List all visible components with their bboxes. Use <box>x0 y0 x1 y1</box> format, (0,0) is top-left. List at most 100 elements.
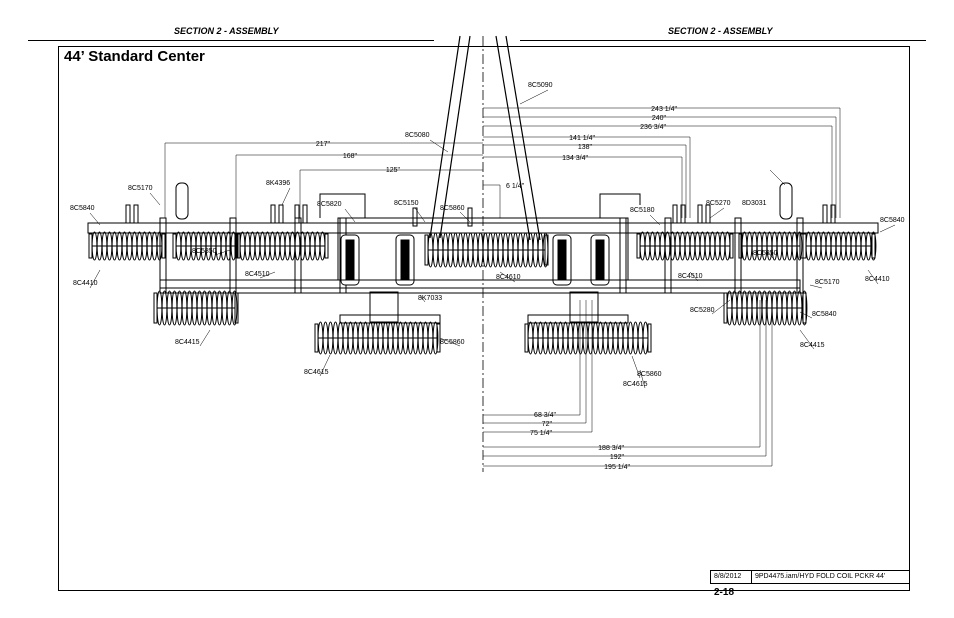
part-callout: 8C5090 <box>528 82 553 89</box>
coil-gang-lower-right <box>723 290 808 326</box>
hitch-tongue-right <box>495 35 531 241</box>
part-callout: 8C5150 <box>394 200 419 207</box>
part-callout: 8C4410 <box>865 276 890 283</box>
part-callout: 8C4510 <box>245 271 270 278</box>
leader-line <box>649 214 661 226</box>
coil-gang-lower-left <box>153 290 239 326</box>
hydraulic-cylinder <box>467 207 473 227</box>
hydraulic-cylinder <box>278 204 284 224</box>
leader-line <box>519 89 549 105</box>
part-callout: 8C5860 <box>440 205 465 212</box>
part-callout: 8C4415 <box>800 342 825 349</box>
leader-line <box>199 329 211 347</box>
part-callout: 8C4615 <box>623 381 648 388</box>
coil-gang-rear-right <box>524 321 652 355</box>
leader-line <box>459 211 471 223</box>
part-callout: 8K4396 <box>266 180 290 187</box>
warning-light-right <box>779 182 793 220</box>
leader-line <box>689 271 699 282</box>
dimension-label: 217" <box>316 141 331 148</box>
leader-line <box>344 208 356 223</box>
dimension-label: 188 3/4" <box>598 445 624 452</box>
leader-line <box>769 169 786 186</box>
rear-bar-right <box>527 314 629 324</box>
hitch-tongue-left <box>439 35 471 239</box>
leader-line <box>419 294 426 303</box>
dimension-label: 138" <box>578 144 593 151</box>
dimension-label: 125" <box>386 167 401 174</box>
rear-frame-bar <box>159 279 801 289</box>
part-callout: 8D3031 <box>742 200 767 207</box>
part-callout: 8C4610 <box>496 274 521 281</box>
rear-bar-left <box>339 314 441 324</box>
leader-line <box>89 212 101 226</box>
part-callout: 8C5280 <box>690 307 715 314</box>
rear-hitch-right <box>569 291 599 323</box>
section-header-right: SECTION 2 - ASSEMBLY <box>668 26 773 36</box>
header-rule-right <box>520 40 926 41</box>
dimension-label: 141 1/4" <box>569 135 595 142</box>
part-callout: 8C5180 <box>630 207 655 214</box>
leader-line <box>281 187 291 206</box>
leader-line <box>259 271 276 279</box>
hydraulic-cylinder <box>680 204 686 224</box>
leader-line <box>867 269 879 285</box>
hydraulic-cylinder <box>697 204 703 224</box>
leader-line <box>809 284 823 289</box>
hose-loop-left <box>319 193 366 218</box>
hydraulic-cylinder <box>270 204 276 224</box>
coil-gang-upper-right-2 <box>738 231 804 261</box>
part-callout: 8C5840 <box>70 205 95 212</box>
dimension-label: 68 3/4" <box>534 412 556 419</box>
hydraulic-cylinder <box>294 204 300 224</box>
part-callout: 8C4510 <box>678 273 703 280</box>
leader-line <box>879 224 896 233</box>
coil-gang-upper-center <box>424 232 549 268</box>
center-frame-box <box>337 217 629 281</box>
dimension-label: 6 1/4" <box>506 183 525 190</box>
title-block-file: 9PD4475.iam/HYD FOLD COIL PCKR 44' <box>752 570 910 584</box>
part-callout: 8C5860 <box>637 371 662 378</box>
hydraulic-cylinder <box>672 204 678 224</box>
part-callout: 8C5080 <box>405 132 430 139</box>
dimension-label: 168" <box>343 153 358 160</box>
part-callout: 8C4410 <box>73 280 98 287</box>
frame-upright <box>619 217 627 294</box>
page-title: 44’ Standard Center <box>64 48 205 65</box>
frame-upright <box>734 217 742 294</box>
part-callout: 8C5840 <box>880 217 905 224</box>
leader-line <box>89 269 101 289</box>
hydraulic-cylinder <box>822 204 828 224</box>
coil-gang-rear-left <box>314 321 441 355</box>
dimension-label: 134 3/4" <box>562 155 588 162</box>
title-block-date: 8/8/2012 <box>710 570 752 584</box>
part-callout: 8C5860 <box>440 339 465 346</box>
leader-line <box>709 207 725 219</box>
coil-gang-upper-left-2 <box>172 231 239 261</box>
page-number: 2-18 <box>714 587 735 598</box>
part-callout: 8C4415 <box>175 339 200 346</box>
dimension-label: 236 3/4" <box>640 124 666 131</box>
coil-gang-upper-left-1 <box>88 231 166 261</box>
hydraulic-cylinder <box>705 204 711 224</box>
main-frame-bar <box>87 222 879 234</box>
part-callout: 8C5850 <box>753 250 778 257</box>
leader-line <box>149 192 161 206</box>
dimension-label: 192" <box>610 454 625 461</box>
dimension-label: 243 1/4" <box>651 106 677 113</box>
part-callout: 8K7033 <box>418 295 442 302</box>
coil-gang-upper-right-1 <box>636 231 734 261</box>
wheel-tread <box>557 239 567 281</box>
rear-frame-bar-lower <box>159 287 801 294</box>
warning-light-left <box>175 182 189 220</box>
leader-line <box>214 249 231 256</box>
header-rule-left <box>28 40 434 41</box>
leader-line <box>499 271 516 283</box>
leader-line <box>429 139 449 153</box>
leader-line <box>319 354 331 377</box>
drawing-frame <box>58 46 910 591</box>
wheel-tread <box>595 239 605 281</box>
hydraulic-cylinder <box>830 204 836 224</box>
